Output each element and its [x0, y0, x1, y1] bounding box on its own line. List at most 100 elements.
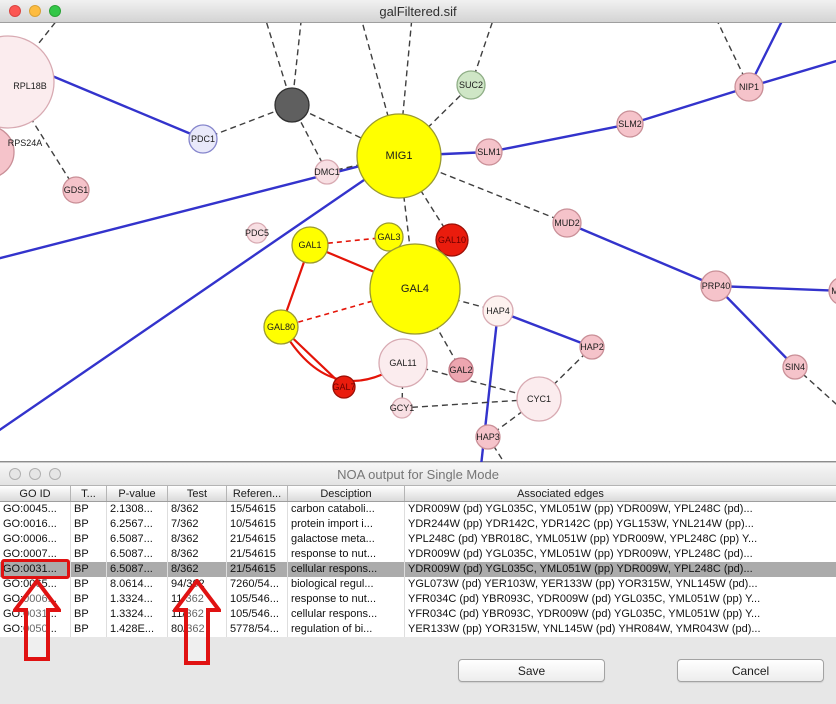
node-label: SLM1 — [477, 147, 501, 157]
node-gal80[interactable]: GAL80 — [263, 309, 299, 345]
network-edge[interactable] — [470, 0, 505, 86]
node-mig1[interactable]: MIG1 — [356, 113, 442, 199]
cell-p-value: 1.3324... — [107, 607, 168, 622]
node-hap3[interactable]: HAP3 — [475, 424, 501, 450]
network-edge[interactable] — [0, 155, 400, 440]
network-edge[interactable] — [488, 122, 631, 154]
annotation-highlight-box — [1, 559, 70, 579]
node-slm1[interactable]: SLM1 — [475, 138, 503, 166]
cell-test: 8/362 — [168, 532, 227, 547]
network-edge[interactable] — [398, 84, 472, 157]
cell-type: BP — [71, 517, 107, 532]
network-edge[interactable] — [487, 436, 512, 462]
cell-edges: YER133W (pp) YOR315W, YNL145W (pd) YHR08… — [408, 623, 761, 635]
cell-p-value: 6.5087... — [107, 547, 168, 562]
node-label: RPS24A — [8, 138, 43, 148]
column-header-type[interactable]: T... — [71, 486, 107, 501]
node-nip1[interactable]: NIP1 — [734, 72, 764, 102]
save-button[interactable]: Save — [458, 659, 605, 682]
node-hap2[interactable]: HAP2 — [579, 334, 605, 360]
cancel-button[interactable]: Cancel — [677, 659, 824, 682]
noa-window: NOA output for Single Mode GO ID T... P-… — [0, 462, 836, 704]
node-gal7[interactable]: GAL7 — [332, 375, 356, 399]
minimize-button-icon[interactable] — [29, 468, 41, 480]
node-rps24a[interactable]: RPS24A — [0, 126, 42, 178]
network-edge[interactable] — [497, 309, 593, 349]
node-mud2[interactable]: MUD2 — [552, 208, 582, 238]
cell-reference: 105/546... — [227, 592, 288, 607]
column-header-test[interactable]: Test — [168, 486, 227, 501]
node-gal4[interactable]: GAL4 — [369, 243, 461, 335]
cell-reference: 21/54615 — [227, 547, 288, 562]
node-label: PDC5 — [245, 228, 269, 238]
table-row[interactable]: GO:0050...BP1.428E...80/3625778/54...reg… — [0, 622, 836, 637]
network-edge[interactable] — [794, 366, 836, 430]
cell-type: BP — [71, 532, 107, 547]
column-header-go-id[interactable]: GO ID — [0, 486, 71, 501]
minimize-button-icon[interactable] — [29, 5, 41, 17]
column-header-reference[interactable]: Referen... — [227, 486, 288, 501]
network-edge[interactable] — [629, 85, 750, 126]
column-header-associated-edges[interactable]: Associated edges — [517, 487, 604, 500]
cell-p-value: 6.2567... — [107, 517, 168, 532]
cell-edges: YPL248C (pd) YBR018C, YML051W (pp) YDR00… — [408, 533, 758, 545]
graph-window-titlebar[interactable]: galFiltered.sif — [0, 0, 836, 23]
node-pdc5[interactable]: PDC5 — [245, 222, 269, 244]
node-dark[interactable] — [274, 87, 310, 123]
cell-reference: 10/54615 — [227, 517, 288, 532]
cell-description: response to nut... — [288, 592, 405, 607]
node-rpl18b[interactable]: RPL18B — [0, 35, 55, 129]
network-edge[interactable] — [715, 284, 836, 292]
node-gds1[interactable]: GDS1 — [62, 176, 90, 204]
node-label: MIG1 — [386, 150, 413, 162]
cell-description: carbon cataboli... — [288, 502, 405, 517]
node-gal11[interactable]: GAL11 — [378, 338, 428, 388]
zoom-button-icon[interactable] — [49, 5, 61, 17]
node-sin4[interactable]: SIN4 — [782, 354, 808, 380]
node-label: PDC1 — [191, 134, 215, 144]
cell-edges: YDR244W (pp) YDR142C, YDR142C (pp) YGL15… — [408, 518, 754, 530]
column-header-description[interactable]: Desciption — [288, 486, 405, 501]
noa-window-titlebar[interactable]: NOA output for Single Mode — [0, 462, 836, 486]
cell-edges: YDR009W (pd) YGL035C, YML051W (pp) YDR00… — [408, 563, 753, 575]
cell-type: BP — [71, 607, 107, 622]
node-prp40[interactable]: PRP40 — [700, 270, 732, 302]
node-dmc1[interactable]: DMC1 — [314, 159, 340, 185]
node-gal3[interactable]: GAL3 — [374, 222, 404, 252]
table-row[interactable]: GO:0006...BP1.3324...11/362105/546...res… — [0, 592, 836, 607]
close-button-icon[interactable] — [9, 468, 21, 480]
node-pdc1[interactable]: PDC1 — [188, 124, 218, 154]
node-cyc1[interactable]: CYC1 — [516, 376, 562, 422]
node-gal1[interactable]: GAL1 — [291, 226, 329, 264]
cell-description: cellular respons... — [288, 562, 405, 577]
network-edge[interactable] — [401, 398, 540, 409]
node-slm2[interactable]: SLM2 — [616, 110, 644, 138]
column-header-p-value[interactable]: P-value — [107, 486, 168, 501]
table-row[interactable]: GO:0031...BP1.3324...11/362105/546...cel… — [0, 607, 836, 622]
node-suc2[interactable]: SUC2 — [456, 70, 486, 100]
node-gcy1[interactable]: GCY1 — [390, 397, 415, 419]
node-msl5[interactable]: MSL5 — [828, 277, 836, 305]
network-edge[interactable] — [748, 45, 836, 89]
zoom-button-icon[interactable] — [49, 468, 61, 480]
network-edge[interactable] — [7, 81, 77, 191]
node-hap4[interactable]: HAP4 — [482, 295, 514, 327]
close-button-icon[interactable] — [9, 5, 21, 17]
node-gal2[interactable]: GAL2 — [448, 357, 474, 383]
network-edge[interactable] — [566, 221, 717, 288]
node-label: MUD2 — [554, 218, 580, 228]
node-gal10[interactable]: GAL10 — [435, 223, 469, 257]
cell-go-id: GO:0050... — [0, 622, 71, 637]
cell-type: BP — [71, 562, 107, 577]
cell-type: BP — [71, 547, 107, 562]
network-edge[interactable] — [715, 285, 796, 368]
